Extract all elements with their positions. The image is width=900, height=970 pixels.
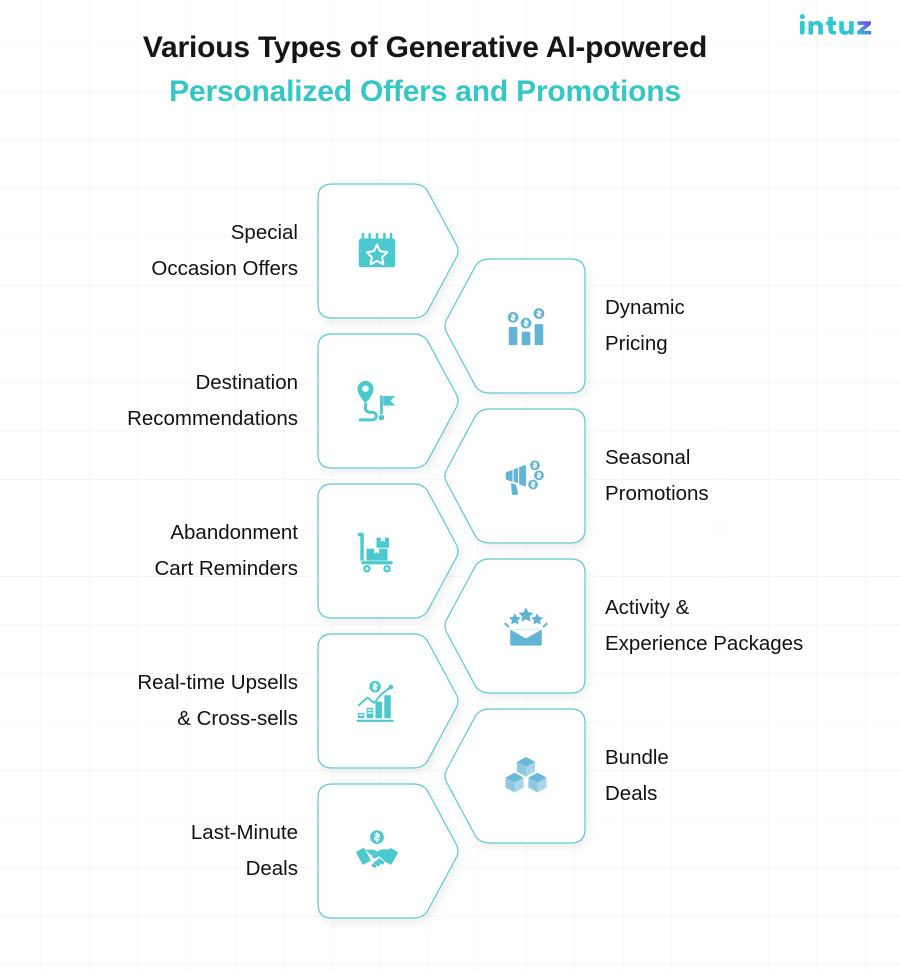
node-label-line: Destination [195,371,298,394]
diagram-node-7[interactable]: Real-time Upsells & Cross-sells [137,626,460,776]
node-label-line: Promotions [605,482,709,505]
intuz-logo [798,14,882,38]
node-label-line: Special [230,221,298,244]
page-title: Various Types of Generative AI-powered P… [0,26,900,114]
diagram-node-6[interactable]: Activity & Experience Packages [443,551,803,701]
node-label-line: Pricing [605,332,668,355]
hexagon-tile[interactable] [310,776,460,926]
node-label-line: Real-time Upsells [137,671,298,694]
hexagon-outline [444,558,586,694]
node-label-line: Seasonal [605,446,691,469]
envelope-stars-icon [443,551,593,701]
node-label-line: Experience Packages [605,632,804,655]
hexagon-tile[interactable] [310,626,460,776]
cart-boxes-icon [310,476,460,626]
node-label-line: Deals [605,782,658,805]
hexagon-tile[interactable] [310,476,460,626]
node-label: Activity & Experience Packages [605,551,900,701]
hexagon-tile[interactable] [310,176,460,326]
intuz-logo-mark [799,14,872,35]
node-label-line: Dynamic [605,296,685,319]
hexagon-tile[interactable] [443,551,593,701]
hexagon-outline [444,258,586,394]
title-line-accent: Personalized Offers and Promotions [169,75,681,108]
bar-chart-coins-icon [443,251,593,401]
megaphone-coins-icon [443,401,593,551]
map-pin-route-flag-icon [310,326,460,476]
growth-chart-coin-icon [310,626,460,776]
node-label-line: Deals [245,857,298,880]
stacked-cubes-icon [443,701,593,851]
node-label-line: Cart Reminders [154,557,298,580]
hexagon-tile[interactable] [310,326,460,476]
node-label: Real-time Upsells & Cross-sells [0,626,298,776]
hexagon-tile[interactable] [443,701,593,851]
calendar-star-icon [310,176,460,326]
title-line-primary: Various Types of Generative AI-powered [142,31,708,64]
hexagon-tile[interactable] [443,251,593,401]
handshake-coin-icon [310,776,460,926]
node-label-line: Bundle [605,746,669,769]
node-label-line: Occasion Offers [151,257,298,280]
node-label-line: Abandonment [170,521,298,544]
node-label-line: Last-Minute [190,821,298,844]
node-label-line: & Cross-sells [177,707,298,730]
hexagon-tile[interactable] [443,401,593,551]
node-label-line: Recommendations [127,407,298,430]
node-label-line: Activity & [605,596,690,619]
hexagon-outline [317,483,459,619]
